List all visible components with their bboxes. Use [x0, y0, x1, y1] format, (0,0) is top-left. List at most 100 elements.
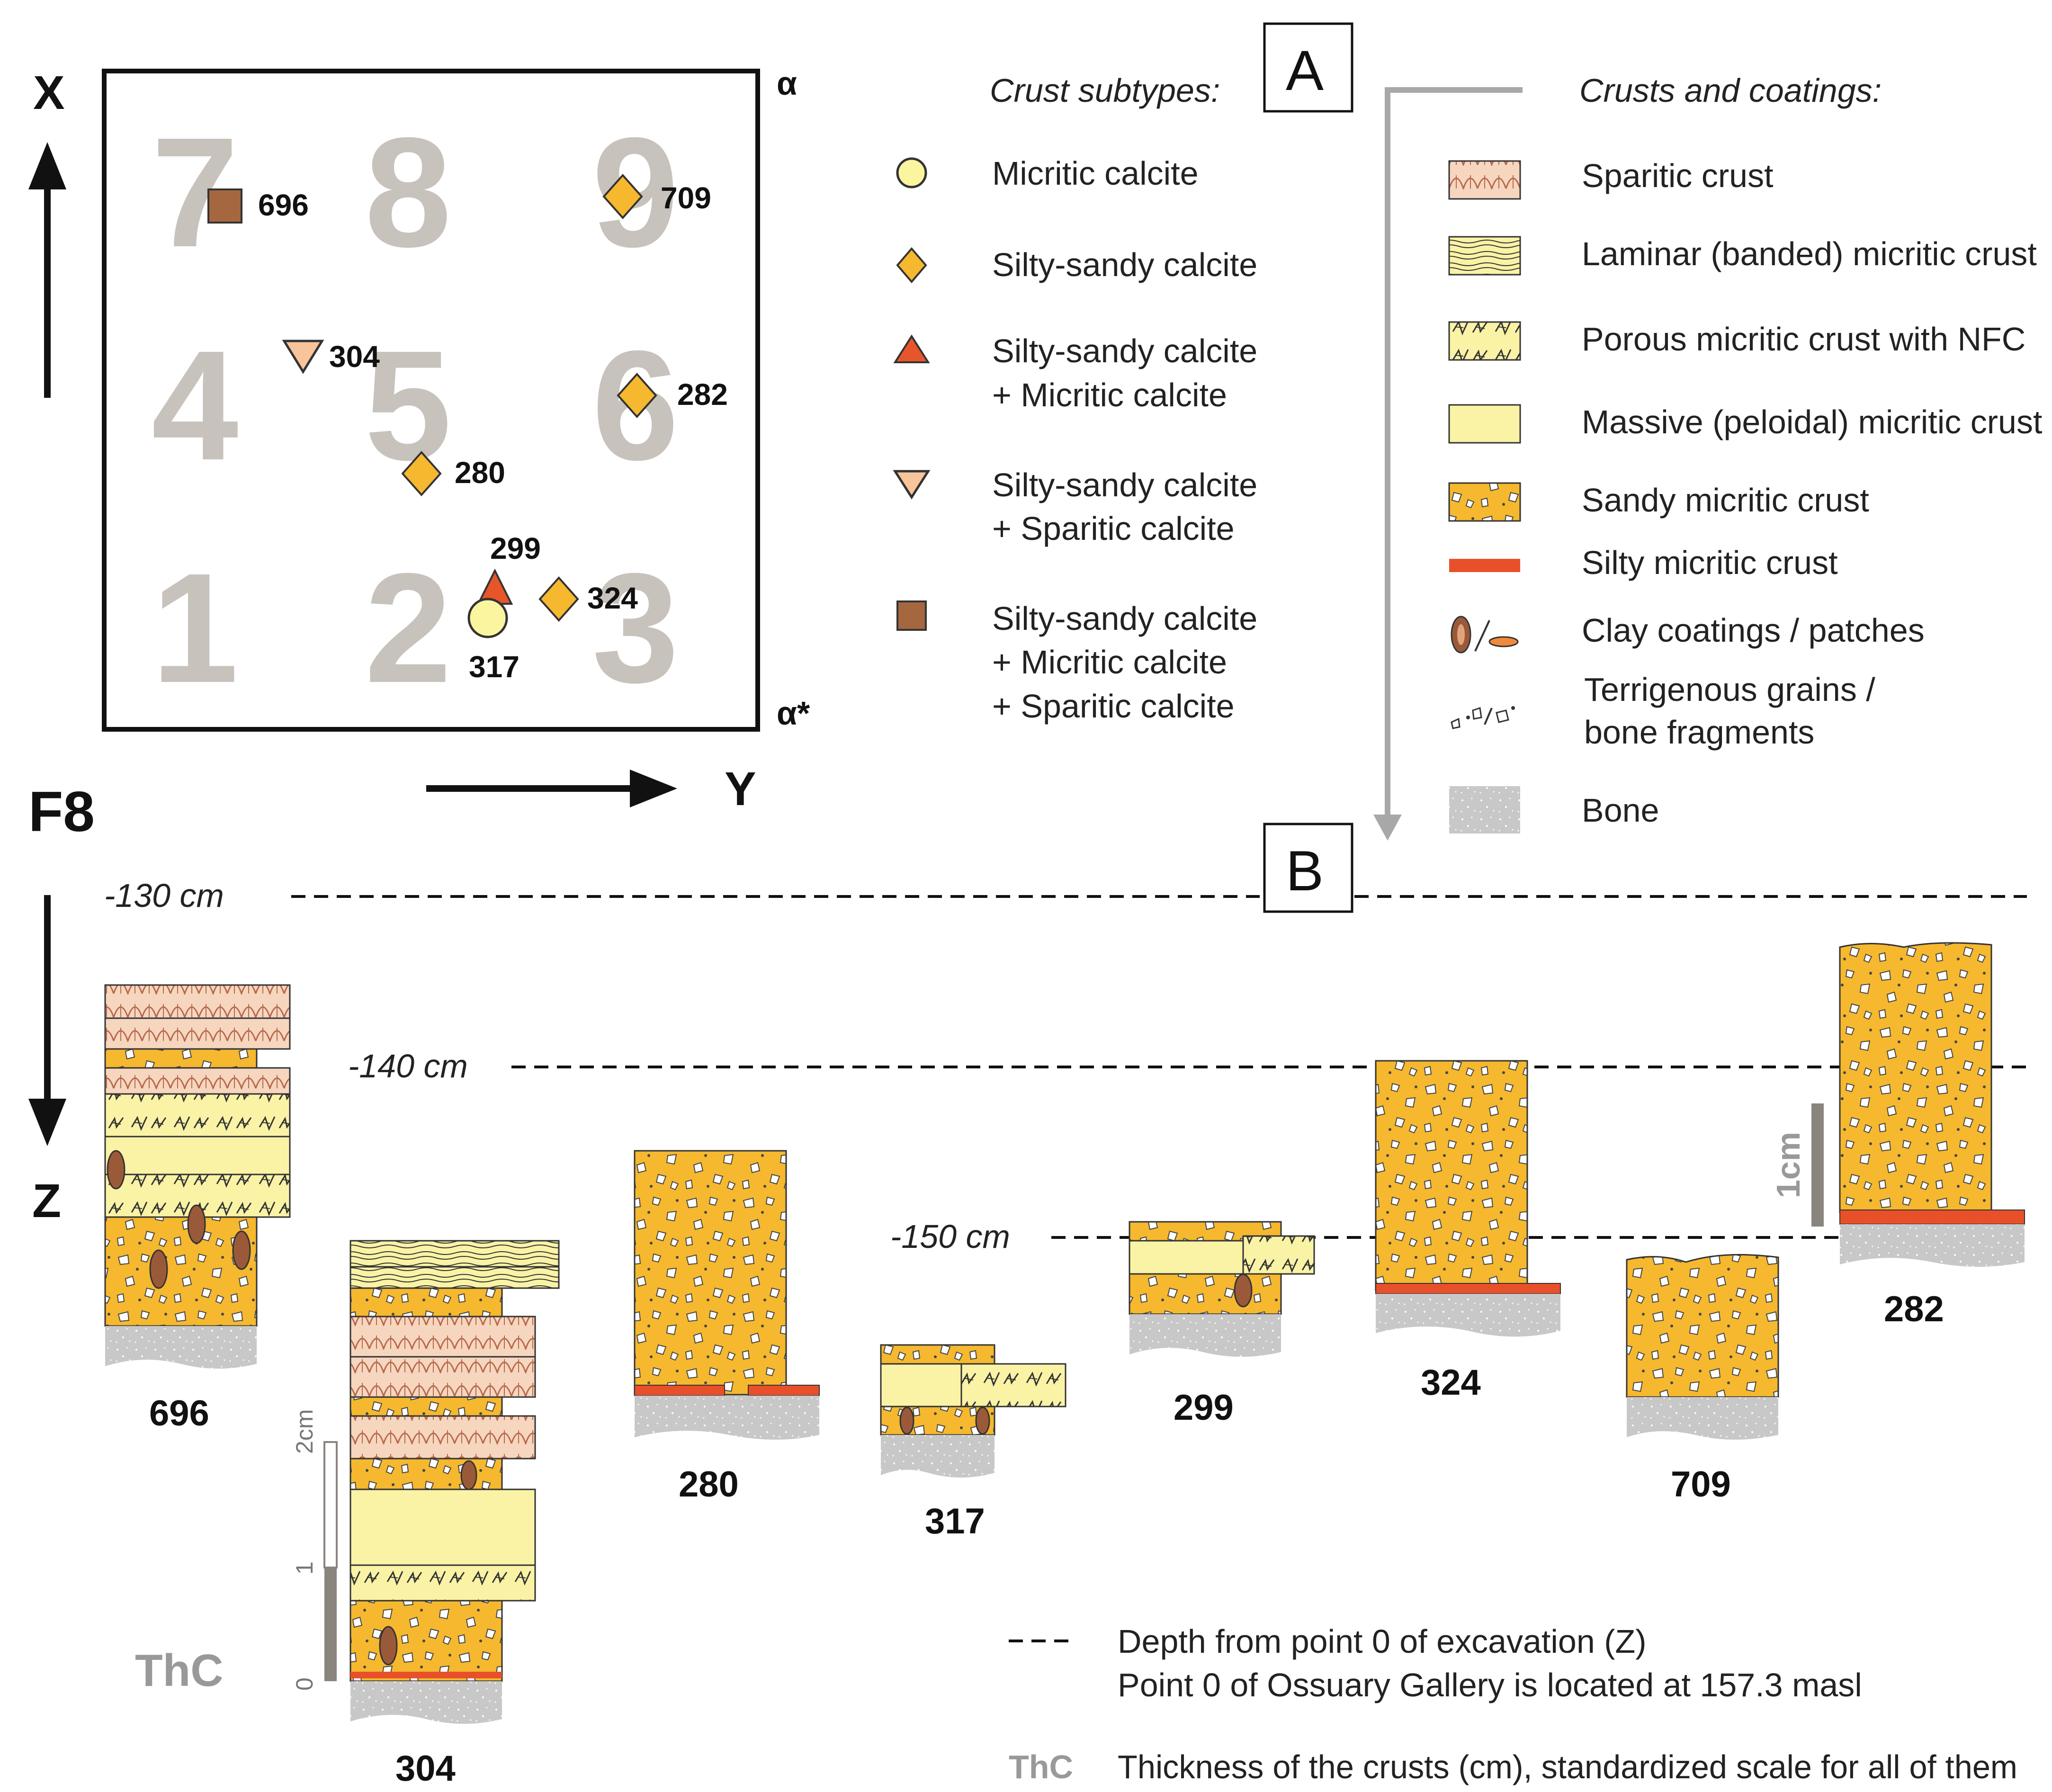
marker-square [207, 188, 242, 224]
column-696: 696 [104, 984, 291, 1434]
scale-1cm-label: 1cm [1770, 1132, 1807, 1198]
note-depth-line1: Depth from point 0 of excavation (Z) [1118, 1623, 1647, 1660]
legend-silty-swatch [1449, 559, 1520, 572]
column-label: 280 [679, 1464, 739, 1505]
column-label: 324 [1421, 1362, 1481, 1403]
column-282: 282 [1839, 942, 2025, 1329]
thc-label: ThC [135, 1645, 224, 1696]
legend-text: Silty-sandy calcite [992, 246, 1257, 283]
grid-digit: 1 [152, 540, 239, 715]
subtypes-legend: Crust subtypes: Micritic calcite Silty-s… [893, 72, 1257, 725]
legend-text: Silty-sandy calcite [992, 600, 1257, 637]
sample-label: 317 [469, 650, 520, 684]
scale-2cm: 2cm 1 0 ThC [135, 1409, 338, 1696]
x-axis: X [28, 66, 66, 398]
column-label: 709 [1671, 1464, 1731, 1505]
grid-digit: 2 [365, 540, 452, 715]
legend-text: Laminar (banded) micritic crust [1582, 235, 2037, 272]
depth-label: -140 cm [348, 1048, 468, 1084]
legend-triangle-up-icon [893, 334, 930, 363]
sample-label: 304 [329, 340, 380, 374]
y-axis-arrowhead [630, 770, 677, 807]
legend-sandy-swatch [1448, 482, 1521, 522]
marker-diamond [617, 372, 657, 419]
panel-b-badge: B [1263, 823, 1353, 913]
legend-text: Sparitic crust [1582, 157, 1774, 194]
column-280: 280 [634, 1150, 820, 1505]
coatings-legend-title: Crusts and coatings: [1579, 72, 1882, 109]
legend-massive-swatch [1448, 404, 1521, 444]
legend-text: + Sparitic calcite [992, 688, 1235, 725]
legend-text: bone fragments [1584, 714, 1814, 751]
y-axis: Y [426, 762, 756, 815]
note-thc-text: Thickness of the crusts (cm), standardiz… [1118, 1748, 2017, 1785]
grid-digit: 4 [152, 318, 240, 493]
column-label: 317 [925, 1501, 985, 1541]
x-axis-label: X [33, 66, 65, 119]
grid-digit: 8 [365, 105, 452, 279]
legend-text: Silty-sandy calcite [992, 466, 1257, 503]
y-axis-label: Y [725, 762, 756, 815]
legend-diamond-icon [896, 247, 927, 284]
legend-text: Silty-sandy calcite [992, 332, 1257, 369]
grid-digit: 3 [592, 540, 679, 715]
column-709: 709 [1626, 1254, 1779, 1505]
legend-text: Sandy micritic crust [1582, 482, 1869, 519]
panel-connector [1373, 87, 1523, 841]
depth-label: -130 cm [104, 877, 224, 914]
legend-text: Massive (peloidal) micritic crust [1582, 403, 2042, 440]
legend-text: Silty micritic crust [1582, 544, 1838, 581]
panel-a-badge: A [1263, 22, 1353, 113]
legend-text: + Micritic calcite [992, 644, 1227, 681]
legend-text: Micritic calcite [992, 155, 1199, 192]
column-317: 317 [880, 1344, 1066, 1541]
marker-triangle-down [282, 340, 324, 374]
column-304: 304 [349, 1240, 560, 1789]
column-label: 282 [1884, 1289, 1944, 1329]
z-axis-arrowhead [28, 1099, 66, 1146]
grid-digit: 5 [365, 318, 452, 493]
legend-porous-swatch [1448, 321, 1521, 361]
column-324: 324 [1375, 1060, 1561, 1403]
marker-circle [467, 598, 508, 638]
scale-2cm-mid-label: 1 [291, 1561, 318, 1575]
panel-a-map: 7 8 9 4 5 6 1 2 3 696 709 304 282 280 29… [102, 65, 810, 732]
legend-bone-swatch [1449, 786, 1520, 833]
legend-text: + Sparitic calcite [992, 510, 1235, 547]
sample-label: 282 [677, 377, 728, 412]
z-axis: Z [28, 895, 66, 1228]
legend-sparitic-swatch [1448, 160, 1521, 200]
depth-label: -150 cm [890, 1218, 1010, 1255]
scale-2cm-bottom-label: 0 [291, 1677, 318, 1691]
legend-text: + Micritic calcite [992, 376, 1227, 413]
legend-grains-icon [1451, 706, 1515, 729]
x-axis-arrowhead [28, 142, 66, 189]
column-299: 299 [1129, 1221, 1315, 1428]
legend-text: Porous micritic crust with NFC [1582, 321, 2025, 358]
alpha-top-label: α [777, 65, 797, 102]
legend-circle-icon [896, 157, 927, 188]
coatings-legend: Crusts and coatings: Sparitic crust Lami… [1448, 72, 2042, 833]
panel-b-letter: B [1286, 839, 1324, 903]
panel-a-letter: A [1286, 39, 1324, 102]
subtypes-legend-title: Crust subtypes: [990, 72, 1220, 109]
notes: Depth from point 0 of excavation (Z) Poi… [1009, 1623, 2017, 1785]
marker-diamond [538, 576, 579, 622]
legend-clay-icon [1451, 616, 1519, 654]
legend-triangle-down-icon [893, 470, 931, 500]
legend-text: Bone [1582, 792, 1659, 829]
sample-label: 324 [587, 581, 638, 615]
scale-2cm-top-label: 2cm [291, 1409, 318, 1454]
marker-diamond [602, 173, 643, 220]
depth-lines: -130 cm -140 cm -150 cm [104, 877, 2027, 1255]
legend-laminar-swatch [1448, 236, 1521, 276]
column-label: 304 [395, 1748, 456, 1789]
sample-label: 280 [455, 456, 505, 490]
legend-text: Clay coatings / patches [1582, 612, 1925, 649]
alpha-bottom-label: α* [777, 695, 810, 732]
note-thc-symbol: ThC [1009, 1748, 1073, 1785]
column-label: 299 [1174, 1388, 1234, 1428]
legend-text: Terrigenous grains / [1584, 671, 1875, 708]
scale-1cm: 1cm [1770, 1103, 1824, 1227]
